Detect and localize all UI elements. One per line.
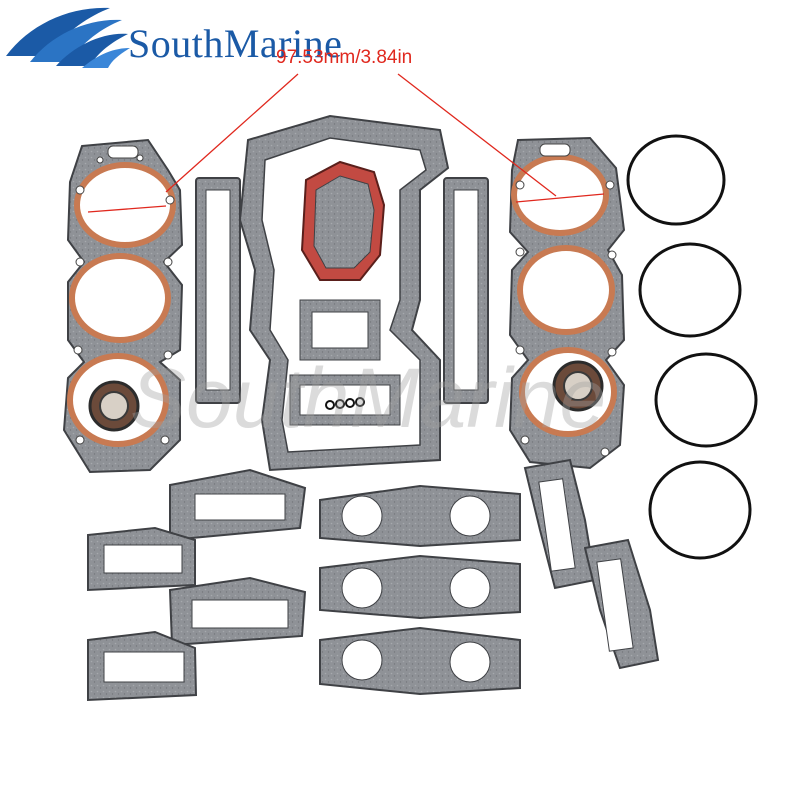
right-head-gasket (508, 136, 626, 470)
oil-seal-left (88, 380, 140, 432)
reed-gasket-right-2 (583, 538, 660, 670)
intake-gasket-left-1 (169, 468, 307, 542)
left-head-gasket (62, 138, 184, 474)
carb-gasket-3 (319, 626, 521, 696)
carb-gasket-1 (319, 484, 521, 548)
oil-seal-right (552, 360, 604, 412)
wave-logo-icon (6, 7, 130, 68)
small-o-rings (325, 397, 365, 410)
measurement-label: 97.53mm/3.84in (276, 47, 413, 68)
intake-gasket-left-3 (168, 576, 307, 647)
intake-gasket-left-4 (87, 630, 198, 702)
reed-gasket-right-1 (523, 458, 597, 590)
cover-gasket (300, 160, 386, 281)
intake-gasket-left-2 (87, 526, 196, 592)
side-strip-gaskets (195, 177, 489, 404)
carb-gasket-2 (319, 554, 521, 620)
measurement-lines (87, 73, 605, 213)
brand-name: SouthMarine (128, 21, 343, 66)
large-o-rings (626, 134, 758, 560)
